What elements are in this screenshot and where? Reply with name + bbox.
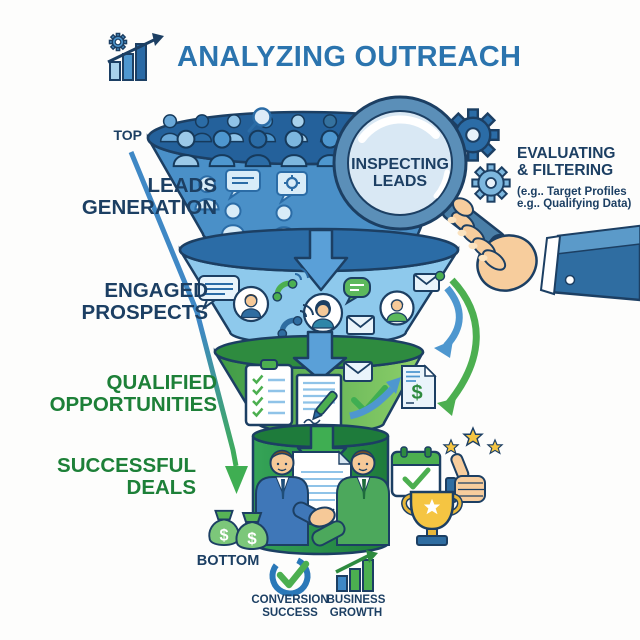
dollar-symbol: $ [411,382,422,404]
analytics-chart-icon [107,32,164,81]
curved-arrow-icon [434,285,463,358]
conversion-success-icon [269,555,311,597]
phone-icon [277,304,314,339]
down-arrow-icon [225,466,248,494]
hand-icon [447,197,538,292]
avatar-icon [232,285,270,323]
business-growth-label: BUSINESS GROWTH [326,594,386,620]
funnel-stage-engaged-prospects [178,227,460,347]
trophy-icon [401,490,463,546]
envelope-icon [343,361,373,382]
gear-icon [446,108,500,162]
envelope-icon [346,315,375,335]
businessman-right [336,449,390,546]
dollar-symbol: $ [220,526,229,544]
envelope-notification-icon [413,270,446,292]
money-bag-icon: $ [208,509,240,546]
stage-label-engaged-prospects: ENGAGED PROSPECTS [81,279,208,325]
dollar-symbol: $ [247,529,257,548]
suit-sleeve [539,224,640,302]
funnel-stage-qualified-opportunities [213,330,425,435]
document-pen-icon [295,373,343,435]
stage-label-qualified-opportunities: QUALIFIED OPPORTUNITIES [49,371,217,417]
funnel-top-label: TOP [113,127,142,143]
magnifier-icon [332,95,468,231]
funnel-stage-successful-deals [251,423,390,556]
funnel-bottom-label: BOTTOM [196,553,260,569]
evaluating-filtering-subtitle: (e.g.. Target Profiles e.g.. Qualifying … [517,186,632,211]
evaluating-filtering-title: EVALUATING & FILTERING [517,145,616,179]
chat-bubble-icon [225,169,261,201]
gear-bubble-icon [276,171,308,205]
calendar-check-icon [390,446,442,498]
rating-stars-icon [443,427,503,454]
chat-bubble-icon [198,275,240,311]
avatar-icon [302,292,344,334]
gear-icon [471,163,511,203]
swoosh-arrow-icon [349,377,401,420]
money-bag-icon: $ [235,512,269,550]
handshake-icon [308,506,336,528]
inspecting-leads-label: INSPECTING LEADS [351,156,449,190]
down-arrow-icon [292,330,348,382]
funnel-flow-line [128,151,248,494]
stage-label-successful-deals: SUCCESSFUL DEALS [57,454,196,500]
avatar-icon [379,290,415,326]
down-arrow-icon [293,228,349,292]
phone-icon [272,267,309,302]
business-growth-icon [335,550,378,592]
curved-arrow-icon [437,277,480,416]
dollar-document-icon: $ [401,364,437,409]
small-magnifier-icon [247,107,272,133]
page-title: ANALYZING OUTREACH [177,41,522,73]
businessman-left [255,449,309,546]
stage-label-leads-generation: LEADS GENERATION [81,174,217,220]
handshake-deal-scene [255,449,390,547]
conversion-success-label: CONVERSION SUCCESS [251,594,329,620]
green-chat-bubble-icon [343,277,371,306]
checklist-clipboard-icon [244,359,294,427]
